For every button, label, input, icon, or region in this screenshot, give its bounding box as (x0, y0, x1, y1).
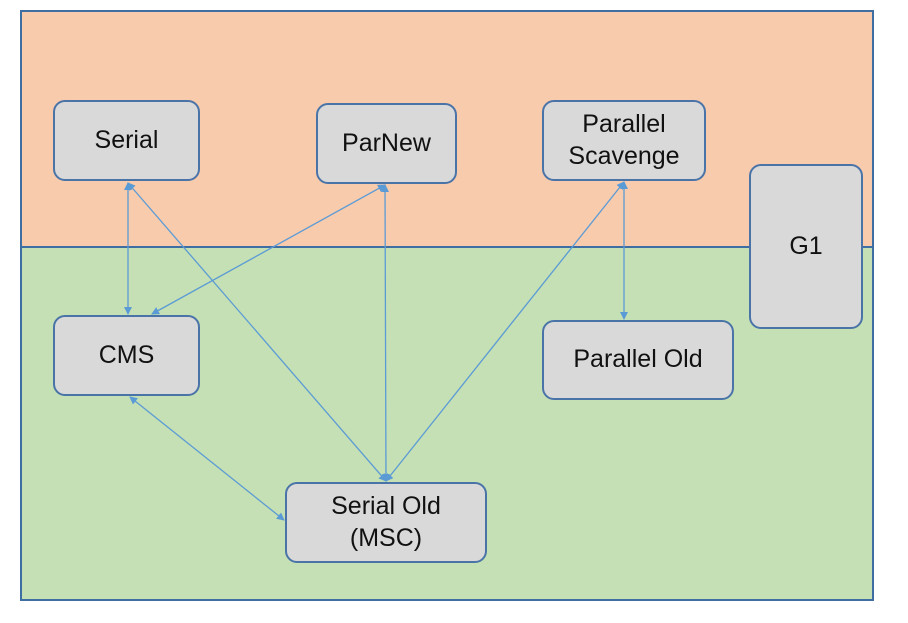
parallel-old-collector-node: Parallel Old (542, 320, 734, 400)
serial-collector-node: Serial (53, 100, 200, 181)
edge-parnew-to-cms (151, 184, 386, 315)
parnew-collector-node: ParNew (316, 103, 457, 184)
parallel-scavenge-collector-node: Parallel Scavenge (542, 100, 706, 181)
edge-cms-to-serial-old (129, 396, 285, 521)
g1-collector-node: G1 (749, 164, 863, 329)
edge-parnew-to-serial-old (381, 184, 390, 482)
cms-collector-node: CMS (53, 315, 200, 396)
serial-old-collector-node: Serial Old (MSC) (285, 482, 487, 563)
edge-parallel-scavenge-to-serial-old (385, 181, 625, 482)
